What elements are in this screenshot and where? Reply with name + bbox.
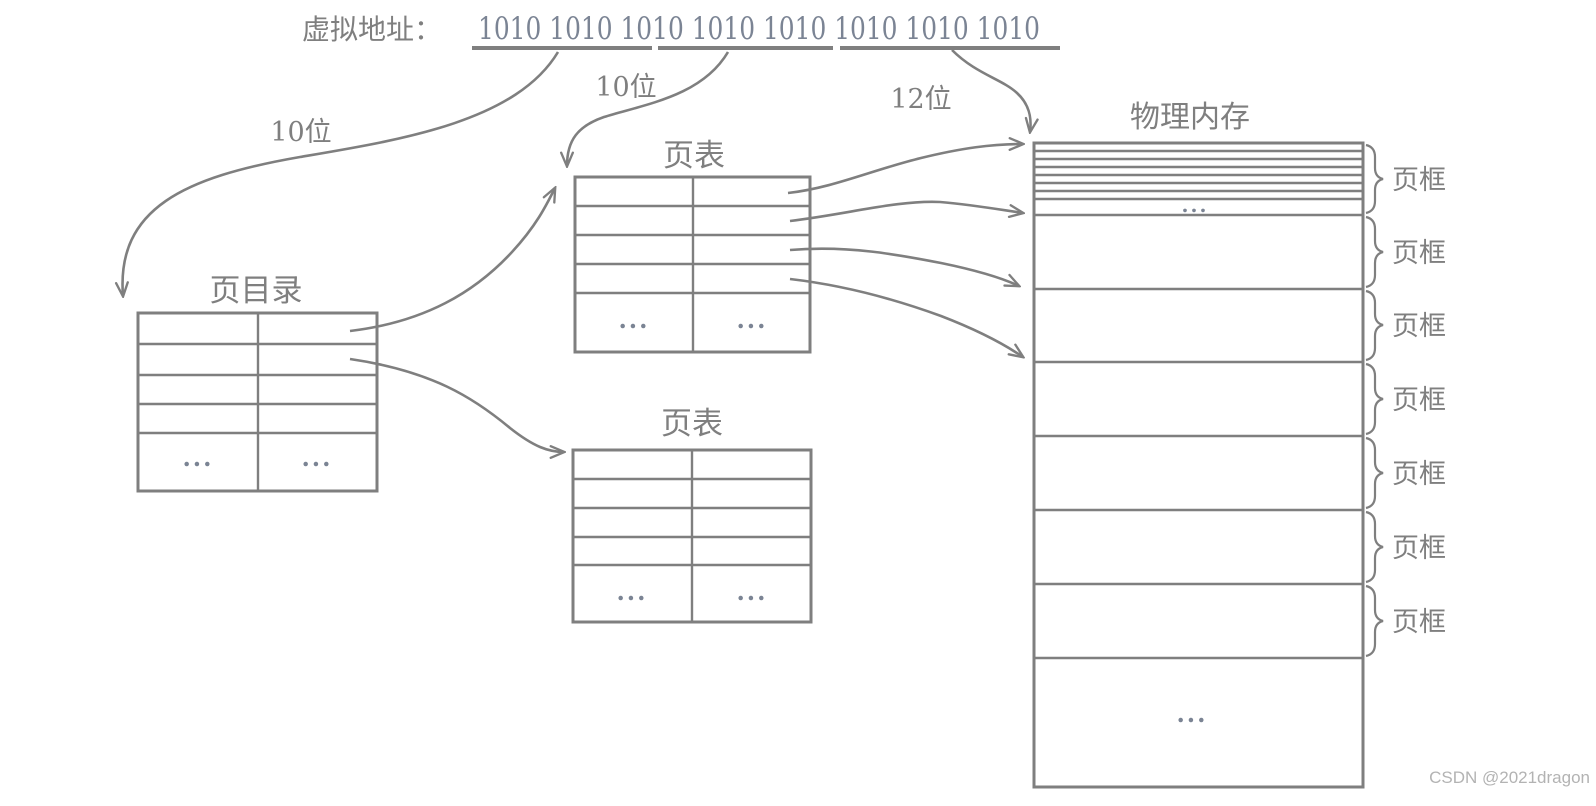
va-underline-segment-1 bbox=[472, 46, 652, 50]
page-table-lower-ellipsis-right: ... bbox=[736, 577, 767, 606]
page-frame-label-2: 页框 bbox=[1392, 238, 1446, 269]
virtual-address-label: 虚拟地址： bbox=[302, 13, 442, 46]
page-directory-table: ... ... bbox=[136, 311, 379, 493]
arrow-directory-row1-to-page-table-upper bbox=[349, 188, 555, 333]
physical-memory-ellipsis-bottom: ... bbox=[1176, 699, 1207, 728]
page-frame-label-4: 页框 bbox=[1392, 385, 1446, 416]
page-table-upper-ellipsis-right: ... bbox=[736, 305, 767, 334]
arrow-pte3-to-frame3 bbox=[789, 247, 1019, 286]
page-frame-label-6: 页框 bbox=[1392, 533, 1446, 564]
segment2-bits-label: 10位 bbox=[595, 72, 656, 103]
physical-memory-ellipsis-top: ... bbox=[1182, 193, 1209, 217]
page-table-upper-ellipsis-left: ... bbox=[618, 305, 649, 334]
page-table-lower-title: 页表 bbox=[661, 406, 723, 442]
va-underline-segment-2 bbox=[658, 46, 833, 50]
page-table-lower-ellipsis-left: ... bbox=[616, 577, 647, 606]
va-underline-segment-3 bbox=[840, 46, 1060, 50]
page-frame-label-3: 页框 bbox=[1392, 311, 1446, 342]
physical-memory-title: 物理内存 bbox=[1130, 100, 1250, 135]
arrow-seg1-to-page-directory bbox=[123, 51, 560, 296]
page-directory-title: 页目录 bbox=[210, 273, 303, 309]
watermark: CSDN @2021dragon bbox=[1429, 768, 1590, 787]
segment3-bits-label: 12位 bbox=[890, 84, 951, 115]
arrow-pte2-to-frame2 bbox=[789, 200, 1023, 223]
page-table-upper-title: 页表 bbox=[663, 138, 725, 174]
arrow-seg2-to-page-table-upper bbox=[567, 51, 730, 166]
page-table-lower: ... ... bbox=[571, 448, 813, 624]
arrow-seg3-to-physical-memory bbox=[951, 49, 1031, 132]
page-directory-ellipsis-right: ... bbox=[301, 443, 332, 472]
page-frame-braces bbox=[1365, 143, 1384, 658]
page-frame-label-1: 页框 bbox=[1392, 165, 1446, 196]
page-frame-label-5: 页框 bbox=[1392, 459, 1446, 490]
page-frame-labels: 页框 页框 页框 页框 页框 页框 页框 bbox=[1392, 165, 1446, 638]
virtual-address-bits: 1010 1010 1010 1010 1010 1010 1010 1010 bbox=[478, 11, 1040, 47]
arrow-directory-row2-to-page-table-lower bbox=[349, 357, 564, 452]
physical-memory-box: ... ... bbox=[1032, 141, 1365, 789]
segment1-bits-label: 10位 bbox=[270, 117, 331, 148]
arrow-pte4-to-frame4 bbox=[789, 277, 1023, 357]
page-frame-label-7: 页框 bbox=[1392, 607, 1446, 638]
page-table-upper: ... ... bbox=[573, 175, 812, 354]
page-directory-ellipsis-left: ... bbox=[182, 443, 213, 472]
arrow-pte1-to-frame1 bbox=[787, 144, 1023, 195]
